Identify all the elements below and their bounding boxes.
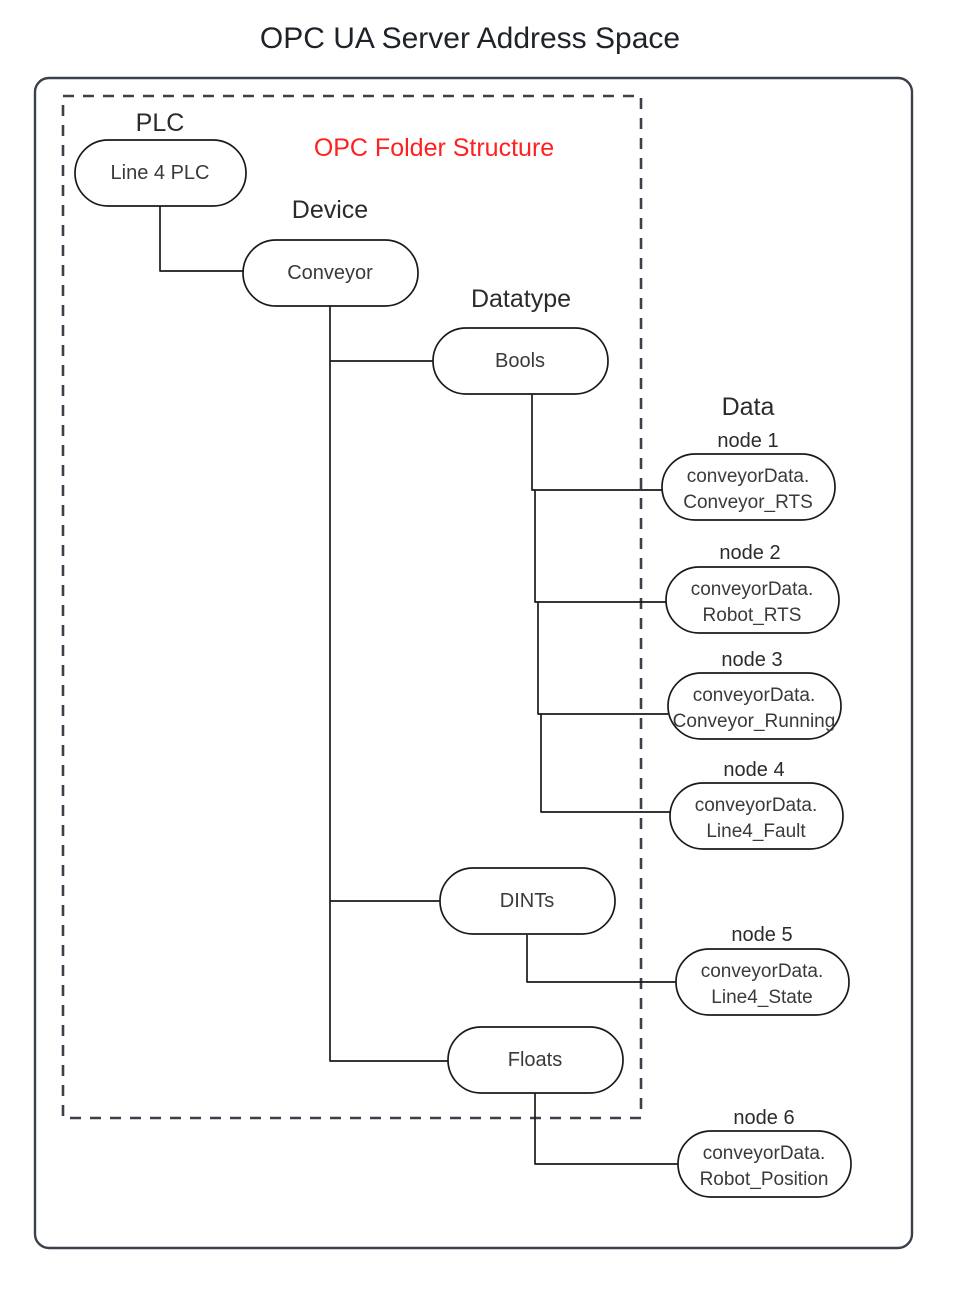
node-conveyor-rts[interactable]: conveyorData. Conveyor_RTS xyxy=(661,453,836,521)
node-floats-label: Floats xyxy=(508,1049,562,1071)
node-2-label-line1: conveyorData. xyxy=(691,579,814,600)
opc-folder-structure-label: OPC Folder Structure xyxy=(314,134,554,162)
page-title: OPC UA Server Address Space xyxy=(260,22,680,55)
node-conveyor-shape xyxy=(242,239,419,307)
connector-bools-to-node2 xyxy=(534,490,666,603)
node-bools-label: Bools xyxy=(495,350,545,372)
node-5-shape xyxy=(675,948,850,1016)
node-robot-position[interactable]: conveyorData. Robot_Position xyxy=(677,1130,852,1198)
node-line4-plc-label: Line 4 PLC xyxy=(111,162,210,184)
node-3-label-line2: Conveyor_Running xyxy=(673,711,836,732)
connector-plc-to-conveyor xyxy=(159,205,243,272)
node-1-label-line2: Conveyor_RTS xyxy=(683,492,813,513)
node-floats-shape xyxy=(447,1026,624,1094)
node-4-label-line2: Line4_Fault xyxy=(706,821,806,842)
node-5-caption: node 5 xyxy=(731,924,792,946)
node-floats[interactable]: Floats xyxy=(447,1026,624,1094)
node-3-caption: node 3 xyxy=(721,649,782,671)
node-6-caption: node 6 xyxy=(733,1107,794,1129)
group-label-datatype: Datatype xyxy=(471,285,571,313)
node-4-shape xyxy=(669,782,844,850)
connector-bools-to-node3 xyxy=(537,602,668,715)
opc-folder-boundary xyxy=(61,94,643,1120)
node-bools-shape xyxy=(432,327,609,395)
node-2-label-line2: Robot_RTS xyxy=(703,605,802,626)
node-1-caption: node 1 xyxy=(717,430,778,452)
node-1-label-line1: conveyorData. xyxy=(687,466,810,487)
node-conveyor-running[interactable]: conveyorData. Conveyor_Running xyxy=(667,672,842,740)
node-2-shape xyxy=(665,566,840,634)
group-label-device: Device xyxy=(292,196,368,224)
group-label-plc: PLC xyxy=(136,109,185,137)
connector-dints-to-node5 xyxy=(526,935,676,983)
node-line4-plc[interactable]: Line 4 PLC xyxy=(74,139,247,207)
node-line4-fault[interactable]: conveyorData. Line4_Fault xyxy=(669,782,844,850)
node-conveyor[interactable]: Conveyor xyxy=(242,239,419,307)
connector-bools-to-node1 xyxy=(531,394,662,491)
connector-conveyor-trunk xyxy=(329,305,448,1062)
node-5-label-line2: Line4_State xyxy=(711,987,812,1008)
connector-floats-to-node6 xyxy=(534,1093,678,1165)
node-3-label-line1: conveyorData. xyxy=(693,685,816,706)
node-3-shape xyxy=(667,672,842,740)
node-1-shape xyxy=(661,453,836,521)
node-conveyor-label: Conveyor xyxy=(287,262,373,284)
node-dints-label: DINTs xyxy=(500,890,554,912)
node-line4-state[interactable]: conveyorData. Line4_State xyxy=(675,948,850,1016)
node-4-caption: node 4 xyxy=(723,759,784,781)
node-5-label-line1: conveyorData. xyxy=(701,961,824,982)
connector-bools-to-node4 xyxy=(540,714,670,813)
node-dints-shape xyxy=(439,867,616,935)
node-robot-rts[interactable]: conveyorData. Robot_RTS xyxy=(665,566,840,634)
node-6-label-line1: conveyorData. xyxy=(703,1143,826,1164)
node-6-label-line2: Robot_Position xyxy=(700,1169,829,1190)
node-line4-plc-shape xyxy=(74,139,247,207)
node-bools[interactable]: Bools xyxy=(432,327,609,395)
node-6-shape xyxy=(677,1130,852,1198)
node-4-label-line1: conveyorData. xyxy=(695,795,818,816)
node-2-caption: node 2 xyxy=(719,542,780,564)
node-dints[interactable]: DINTs xyxy=(439,867,616,935)
group-label-data: Data xyxy=(722,393,775,421)
